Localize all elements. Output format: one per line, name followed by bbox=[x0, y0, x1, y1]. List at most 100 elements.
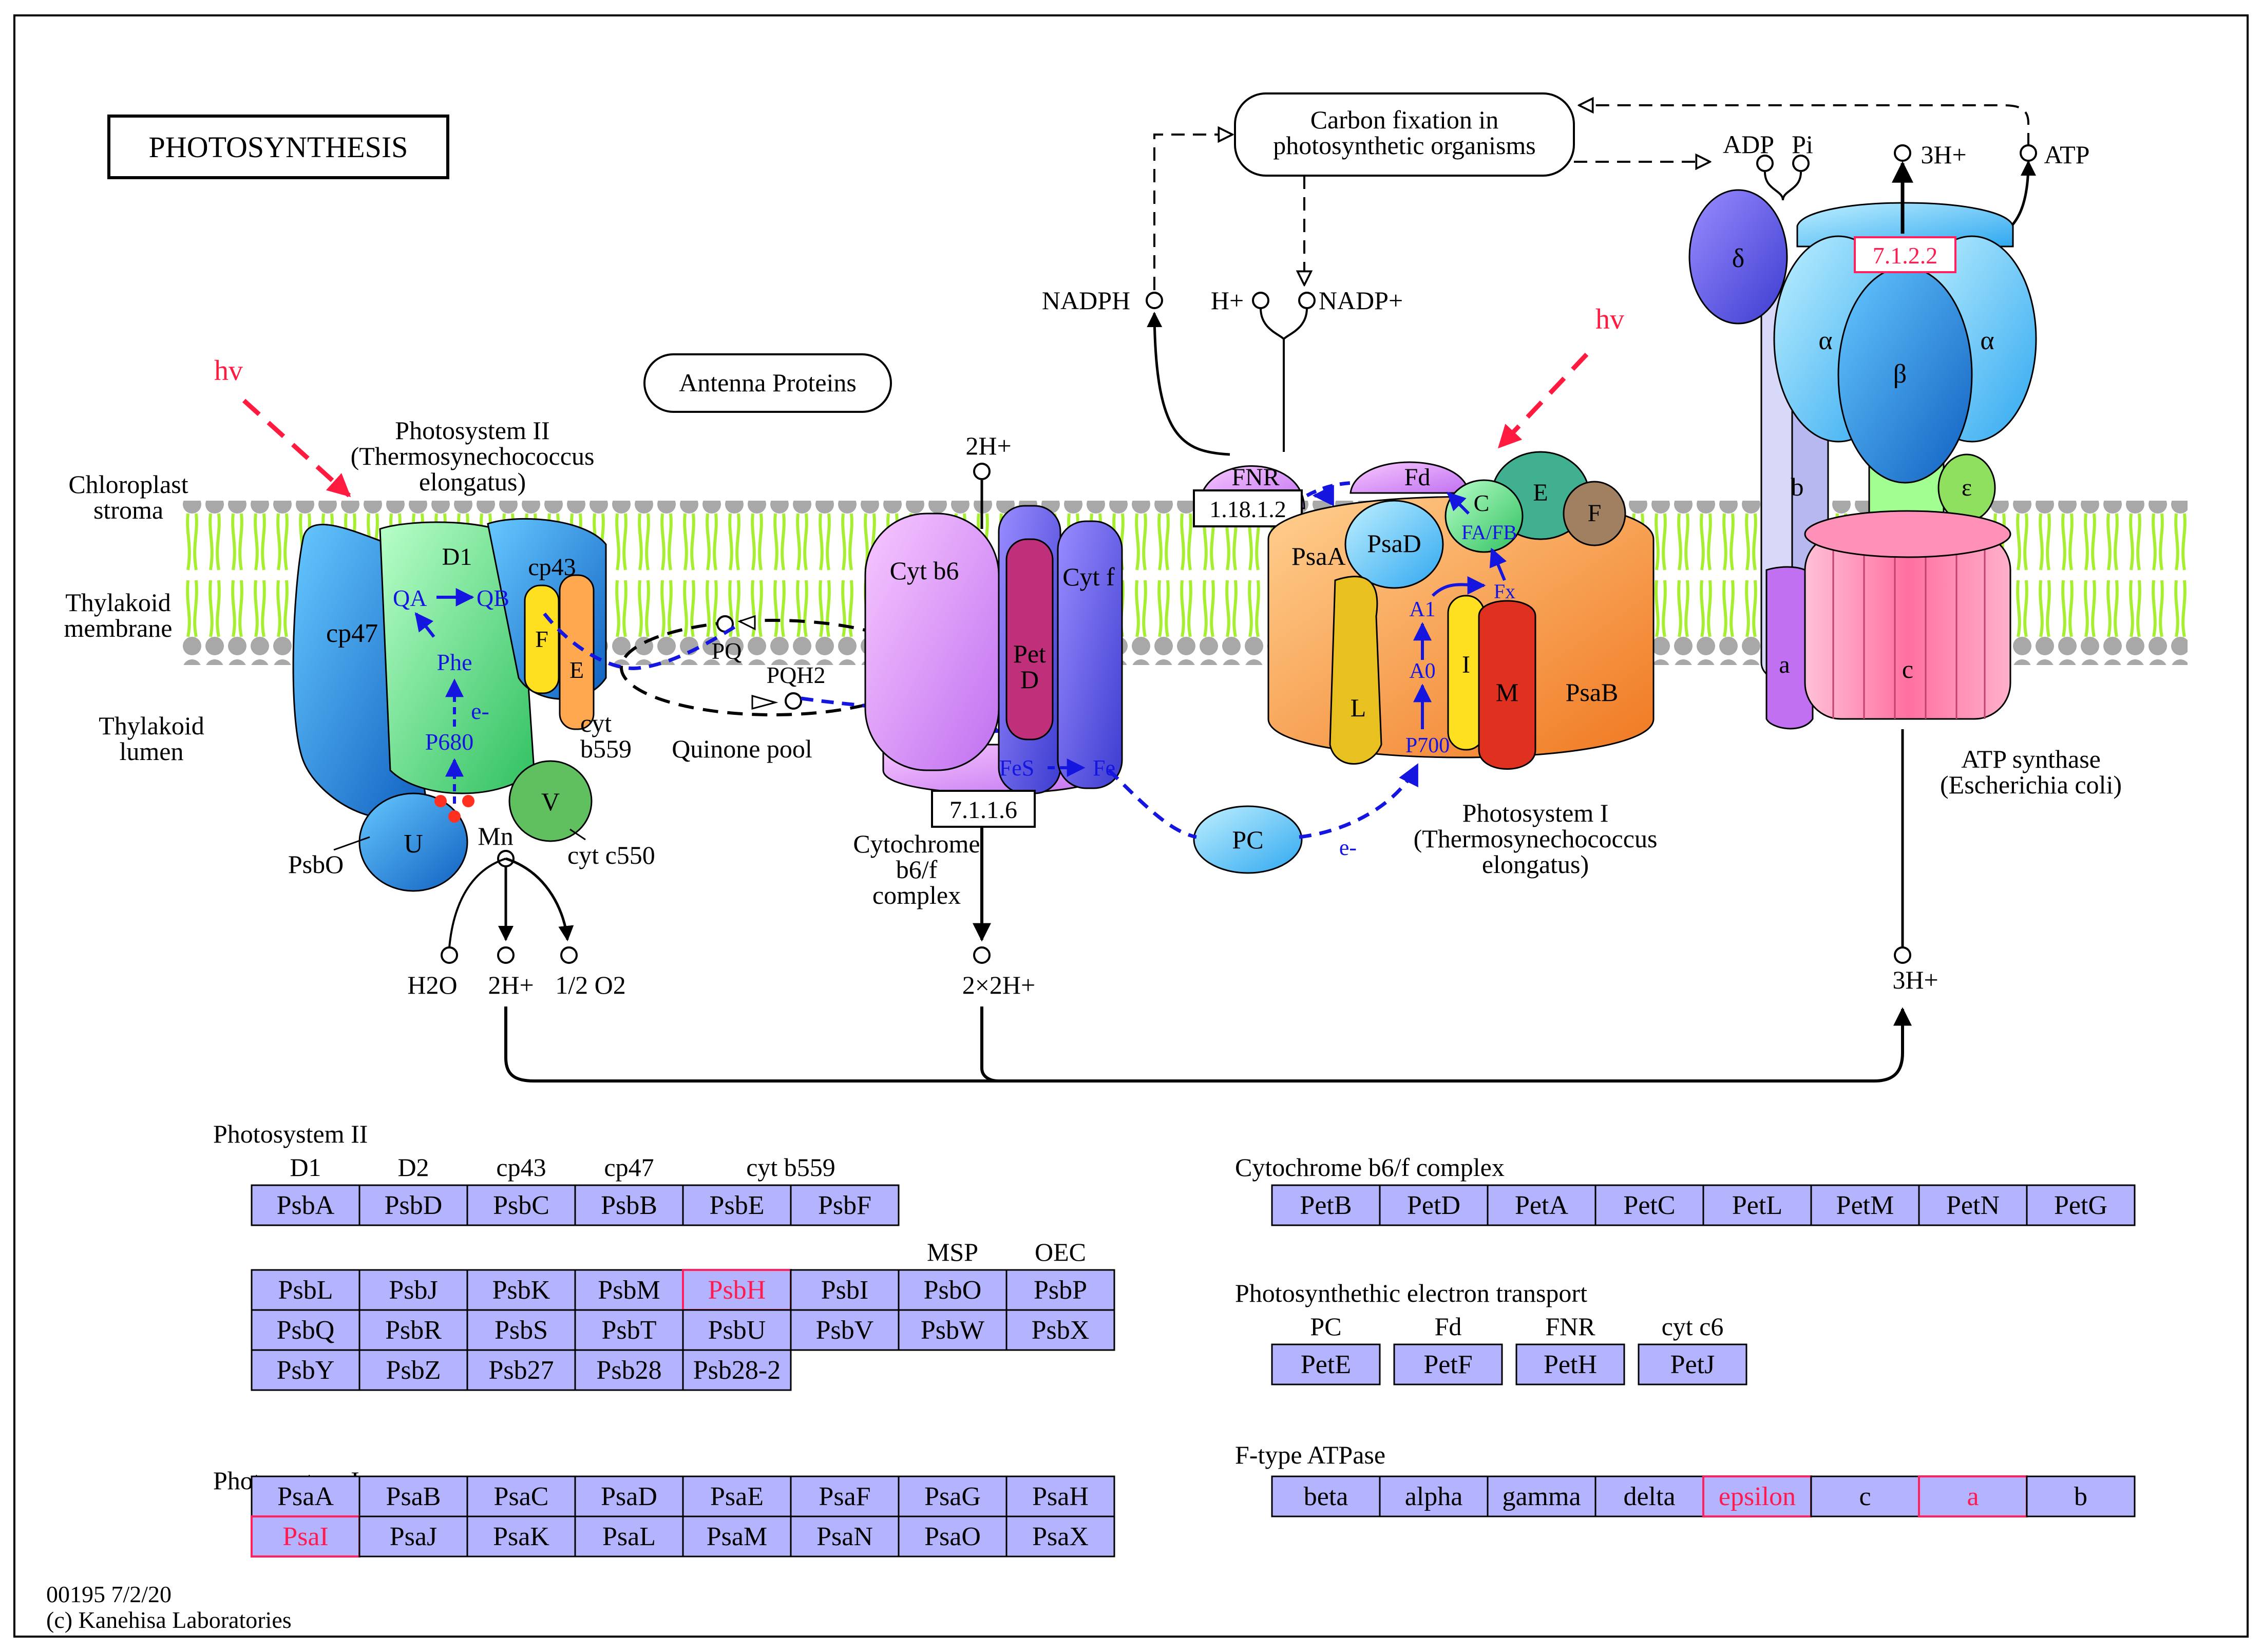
ec-1-18-1-2-box[interactable] bbox=[1193, 489, 1303, 527]
nadp-label: NADP+ bbox=[1319, 286, 1403, 315]
gene-psac[interactable]: PsaC bbox=[466, 1475, 576, 1517]
gene-psab[interactable]: PsaB bbox=[358, 1475, 468, 1517]
gene-psbh[interactable]: PsbH bbox=[682, 1269, 792, 1311]
atp-f1-cap bbox=[1796, 202, 2014, 248]
gene-gamma[interactable]: gamma bbox=[1487, 1475, 1596, 1517]
gene-psbo[interactable]: PsbO bbox=[898, 1269, 1008, 1311]
psad-subunit[interactable] bbox=[1344, 500, 1444, 589]
gene-psaj[interactable]: PsaJ bbox=[358, 1515, 468, 1558]
gene-label: Psb28 bbox=[596, 1356, 661, 1385]
plastocyanin[interactable]: PC e- bbox=[1108, 763, 1419, 874]
gene-psbq[interactable]: PsbQ bbox=[251, 1309, 360, 1351]
cyt-f-subunit[interactable] bbox=[1057, 520, 1123, 789]
gene-petm[interactable]: PetM bbox=[1810, 1184, 1920, 1226]
gene-psad[interactable]: PsaD bbox=[574, 1475, 684, 1517]
carbon-fixation[interactable]: Carbon fixation in photosynthetic organi… bbox=[1153, 92, 2029, 290]
gene-psbr[interactable]: PsbR bbox=[358, 1309, 468, 1351]
f-subunit[interactable] bbox=[524, 584, 560, 694]
gene-petj[interactable]: PetJ bbox=[1638, 1343, 1747, 1385]
gene-psai[interactable]: PsaI bbox=[251, 1515, 360, 1558]
atp-synthase[interactable]: ADP Pi 3H+ ATP b a δ α α γ β ε 7.1.2.2 bbox=[1688, 130, 2122, 994]
gene-psb27[interactable]: Psb27 bbox=[466, 1349, 576, 1391]
gene-petg[interactable]: PetG bbox=[2026, 1184, 2136, 1226]
psi-l-subunit[interactable] bbox=[1329, 576, 1382, 765]
gene-psak[interactable]: PsaK bbox=[466, 1515, 576, 1558]
table-header: D1 bbox=[290, 1153, 321, 1182]
gene-epsilon[interactable]: epsilon bbox=[1702, 1475, 1812, 1517]
gene-a[interactable]: a bbox=[1918, 1475, 2028, 1517]
antenna-proteins[interactable]: Antenna Proteins bbox=[643, 353, 892, 413]
gene-psb28-2[interactable]: Psb28-2 bbox=[682, 1349, 792, 1391]
gene-petn[interactable]: PetN bbox=[1918, 1184, 2028, 1226]
fd-subunit[interactable] bbox=[1349, 461, 1470, 494]
gene-pete[interactable]: PetE bbox=[1271, 1343, 1381, 1385]
gene-psbz[interactable]: PsbZ bbox=[358, 1349, 468, 1391]
e-subunit[interactable] bbox=[559, 574, 595, 730]
gene-psbs[interactable]: PsbS bbox=[466, 1309, 576, 1351]
gene-psbe[interactable]: PsbE bbox=[682, 1184, 792, 1226]
psaa-label: PsaA bbox=[1291, 542, 1346, 571]
gene-b[interactable]: b bbox=[2026, 1475, 2136, 1517]
gene-label: PetB bbox=[1300, 1191, 1352, 1220]
cytochrome-b6f[interactable]: 2H+ Cyt b6 Pet D Cyt f FeS Fe 7.1.1.6 2×… bbox=[853, 431, 1123, 999]
gene-delta[interactable]: delta bbox=[1594, 1475, 1704, 1517]
gene-psam[interactable]: PsaM bbox=[682, 1515, 792, 1558]
ec-7-1-2-2-box[interactable] bbox=[1854, 236, 1956, 273]
psi-m-subunit[interactable] bbox=[1478, 600, 1536, 770]
gene-petf[interactable]: PetF bbox=[1393, 1343, 1503, 1385]
atp-delta-subunit[interactable] bbox=[1688, 189, 1788, 325]
gene-peta[interactable]: PetA bbox=[1487, 1184, 1596, 1226]
gene-peth[interactable]: PetH bbox=[1515, 1343, 1625, 1385]
v-subunit[interactable] bbox=[508, 760, 593, 842]
gene-psba[interactable]: PsbA bbox=[251, 1184, 360, 1226]
gene-petl[interactable]: PetL bbox=[1702, 1184, 1812, 1226]
gene-psbc[interactable]: PsbC bbox=[466, 1184, 576, 1226]
cytb6f-bottom-h-label: 2×2H+ bbox=[962, 971, 1036, 999]
gene-psae[interactable]: PsaE bbox=[682, 1475, 792, 1517]
gene-psbu[interactable]: PsbU bbox=[682, 1309, 792, 1351]
gene-psan[interactable]: PsaN bbox=[790, 1515, 900, 1558]
gene-psbw[interactable]: PsbW bbox=[898, 1309, 1008, 1351]
gene-psbi[interactable]: PsbI bbox=[790, 1269, 900, 1311]
petd-subunit[interactable] bbox=[1005, 538, 1054, 740]
gene-psbp[interactable]: PsbP bbox=[1005, 1269, 1115, 1311]
photosystem-i[interactable]: PsaA PsaB Fd E F C FA/FB PsaD Fx L I M A… bbox=[1267, 451, 1657, 879]
fnr-complex[interactable]: FNR 1.18.1.2 NADPH H+ NADP+ bbox=[1042, 286, 1403, 527]
water-splitting: Mn H2O 2H+ 1/2 O2 bbox=[407, 822, 625, 999]
gene-psby[interactable]: PsbY bbox=[251, 1349, 360, 1391]
gene-psbf[interactable]: PsbF bbox=[790, 1184, 900, 1226]
gene-psbt[interactable]: PsbT bbox=[574, 1309, 684, 1351]
gene-psbx[interactable]: PsbX bbox=[1005, 1309, 1115, 1351]
u-subunit[interactable] bbox=[358, 792, 468, 892]
gene-psah[interactable]: PsaH bbox=[1005, 1475, 1115, 1517]
photosystem-ii[interactable]: Photosystem II (Thermosynechococcus elon… bbox=[288, 416, 655, 892]
psi-f-subunit[interactable] bbox=[1563, 481, 1626, 546]
cyt-b559-label-1: cyt bbox=[580, 709, 612, 737]
gene-psax[interactable]: PsaX bbox=[1005, 1515, 1115, 1558]
gene-psb28[interactable]: Psb28 bbox=[574, 1349, 684, 1391]
gene-beta[interactable]: beta bbox=[1271, 1475, 1381, 1517]
gene-psbb[interactable]: PsbB bbox=[574, 1184, 684, 1226]
gene-psbd[interactable]: PsbD bbox=[358, 1184, 468, 1226]
carbon-fixation-label-2: photosynthetic organisms bbox=[1273, 131, 1536, 160]
gene-psaf[interactable]: PsaF bbox=[790, 1475, 900, 1517]
gene-psag[interactable]: PsaG bbox=[898, 1475, 1008, 1517]
gene-psaa[interactable]: PsaA bbox=[251, 1475, 360, 1517]
table-header: cp47 bbox=[604, 1153, 654, 1182]
gene-label: PsaO bbox=[924, 1522, 981, 1551]
gene-psao[interactable]: PsaO bbox=[898, 1515, 1008, 1558]
gene-psal[interactable]: PsaL bbox=[574, 1515, 684, 1558]
gene-psbk[interactable]: PsbK bbox=[466, 1269, 576, 1311]
gene-psbm[interactable]: PsbM bbox=[574, 1269, 684, 1311]
gene-psbv[interactable]: PsbV bbox=[790, 1309, 900, 1351]
atp-c-ring[interactable] bbox=[1804, 510, 2011, 720]
gene-petd[interactable]: PetD bbox=[1379, 1184, 1489, 1226]
gene-c[interactable]: c bbox=[1810, 1475, 1920, 1517]
gene-psbl[interactable]: PsbL bbox=[251, 1269, 360, 1311]
gene-psbj[interactable]: PsbJ bbox=[358, 1269, 468, 1311]
gene-alpha[interactable]: alpha bbox=[1379, 1475, 1489, 1517]
gene-petc[interactable]: PetC bbox=[1594, 1184, 1704, 1226]
cyt-b6-subunit[interactable] bbox=[864, 512, 1000, 771]
ec-7-1-1-6-box[interactable] bbox=[931, 790, 1036, 828]
gene-petb[interactable]: PetB bbox=[1271, 1184, 1381, 1226]
